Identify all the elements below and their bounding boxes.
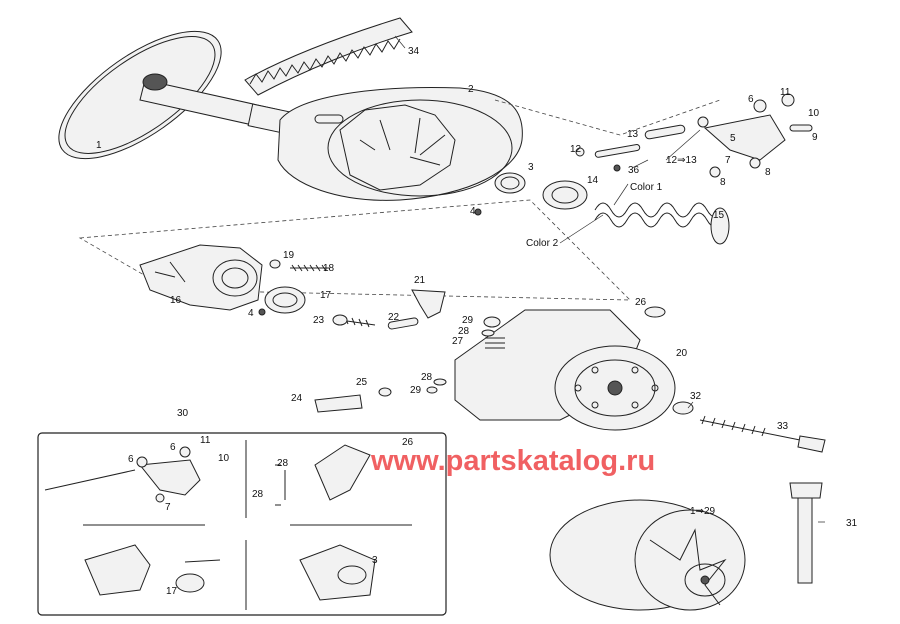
callout-28b: 28 (421, 372, 433, 383)
callout-12-to-13: 12⇒13 (666, 155, 697, 166)
callout-10: 10 (808, 108, 820, 119)
callout-11: 11 (780, 87, 791, 98)
washer-14 (542, 180, 588, 210)
callout-20: 20 (676, 348, 688, 359)
drive-belt (244, 17, 413, 96)
callout-22: 22 (388, 312, 400, 323)
callout-33: 33 (777, 421, 789, 432)
inset-callout-10: 10 (218, 453, 230, 464)
bolt-33 (699, 415, 826, 453)
callout-29b: 29 (410, 385, 422, 396)
inset-labels: 6 6 11 10 7 26 28 28 17 3 (128, 435, 414, 597)
inset-callout-7: 7 (165, 502, 171, 513)
assembled-clutch (549, 499, 746, 611)
callout-29a: 29 (462, 315, 474, 326)
callout-30: 30 (177, 408, 189, 419)
callout-1-to-29: 1⇒29 (690, 506, 716, 517)
callout-9: 9 (812, 132, 818, 143)
callout-6: 6 (748, 94, 754, 105)
inset-box (37, 432, 447, 616)
callout-14: 14 (587, 175, 599, 186)
callout-4a: 4 (470, 206, 476, 217)
callout-17: 17 (320, 290, 332, 301)
fixed-sheave (58, 30, 293, 160)
callout-15: 15 (713, 210, 725, 221)
inset-callout-26: 26 (402, 437, 414, 448)
callout-8b: 8 (765, 167, 771, 178)
callout-21: 21 (414, 275, 426, 286)
inset-callout-11: 11 (200, 435, 211, 446)
callout-19: 19 (283, 250, 295, 261)
cam-arm-assembly (474, 93, 813, 216)
callout-23: 23 (313, 315, 325, 326)
callout-12: 12 (570, 144, 582, 155)
callout-28a: 28 (458, 326, 470, 337)
inset-callout-17: 17 (166, 586, 178, 597)
inset-callout-28b: 28 (252, 489, 264, 500)
bushing-17 (264, 286, 306, 314)
callout-8a: 8 (720, 177, 726, 188)
callout-3: 3 (528, 162, 534, 173)
callout-18: 18 (323, 263, 335, 274)
spring-15 (594, 202, 730, 245)
color-1-label: Color 1 (630, 182, 663, 193)
watermark: www.partskatalog.ru (370, 445, 655, 477)
callout-13: 13 (627, 129, 639, 140)
inset-callout-28a: 28 (277, 458, 289, 469)
callout-24: 24 (291, 393, 303, 404)
callout-36: 36 (628, 165, 640, 176)
callout-2: 2 (468, 84, 474, 95)
washer-26 (644, 306, 666, 318)
governor-cup-20 (454, 309, 676, 431)
inset-callout-6a: 6 (170, 442, 176, 453)
movable-sheave-housing (277, 87, 523, 201)
callout-34: 34 (408, 46, 420, 57)
callout-7: 7 (725, 155, 731, 166)
leader-lines (394, 35, 825, 523)
inset-callout-3: 3 (372, 555, 378, 566)
callout-labels: 1 2 3 4 4 5 6 7 8 8 9 10 11 12 13 12⇒13 … (96, 46, 858, 529)
callout-5: 5 (730, 133, 736, 144)
callout-26: 26 (635, 297, 647, 308)
callout-27: 27 (452, 336, 464, 347)
roller-parts (314, 289, 505, 413)
bolt-31 (789, 482, 823, 584)
spider-16 (139, 244, 263, 311)
color-2-label: Color 2 (526, 238, 559, 249)
callout-25: 25 (356, 377, 368, 388)
bushing-3 (494, 172, 526, 194)
callout-32: 32 (690, 391, 702, 402)
inset-callout-6b: 6 (128, 454, 134, 465)
callout-1: 1 (96, 140, 102, 151)
callout-31: 31 (846, 518, 858, 529)
callout-16: 16 (170, 295, 182, 306)
screw-18-19 (258, 259, 330, 316)
washer-32 (672, 401, 694, 415)
callout-4b: 4 (248, 308, 254, 319)
